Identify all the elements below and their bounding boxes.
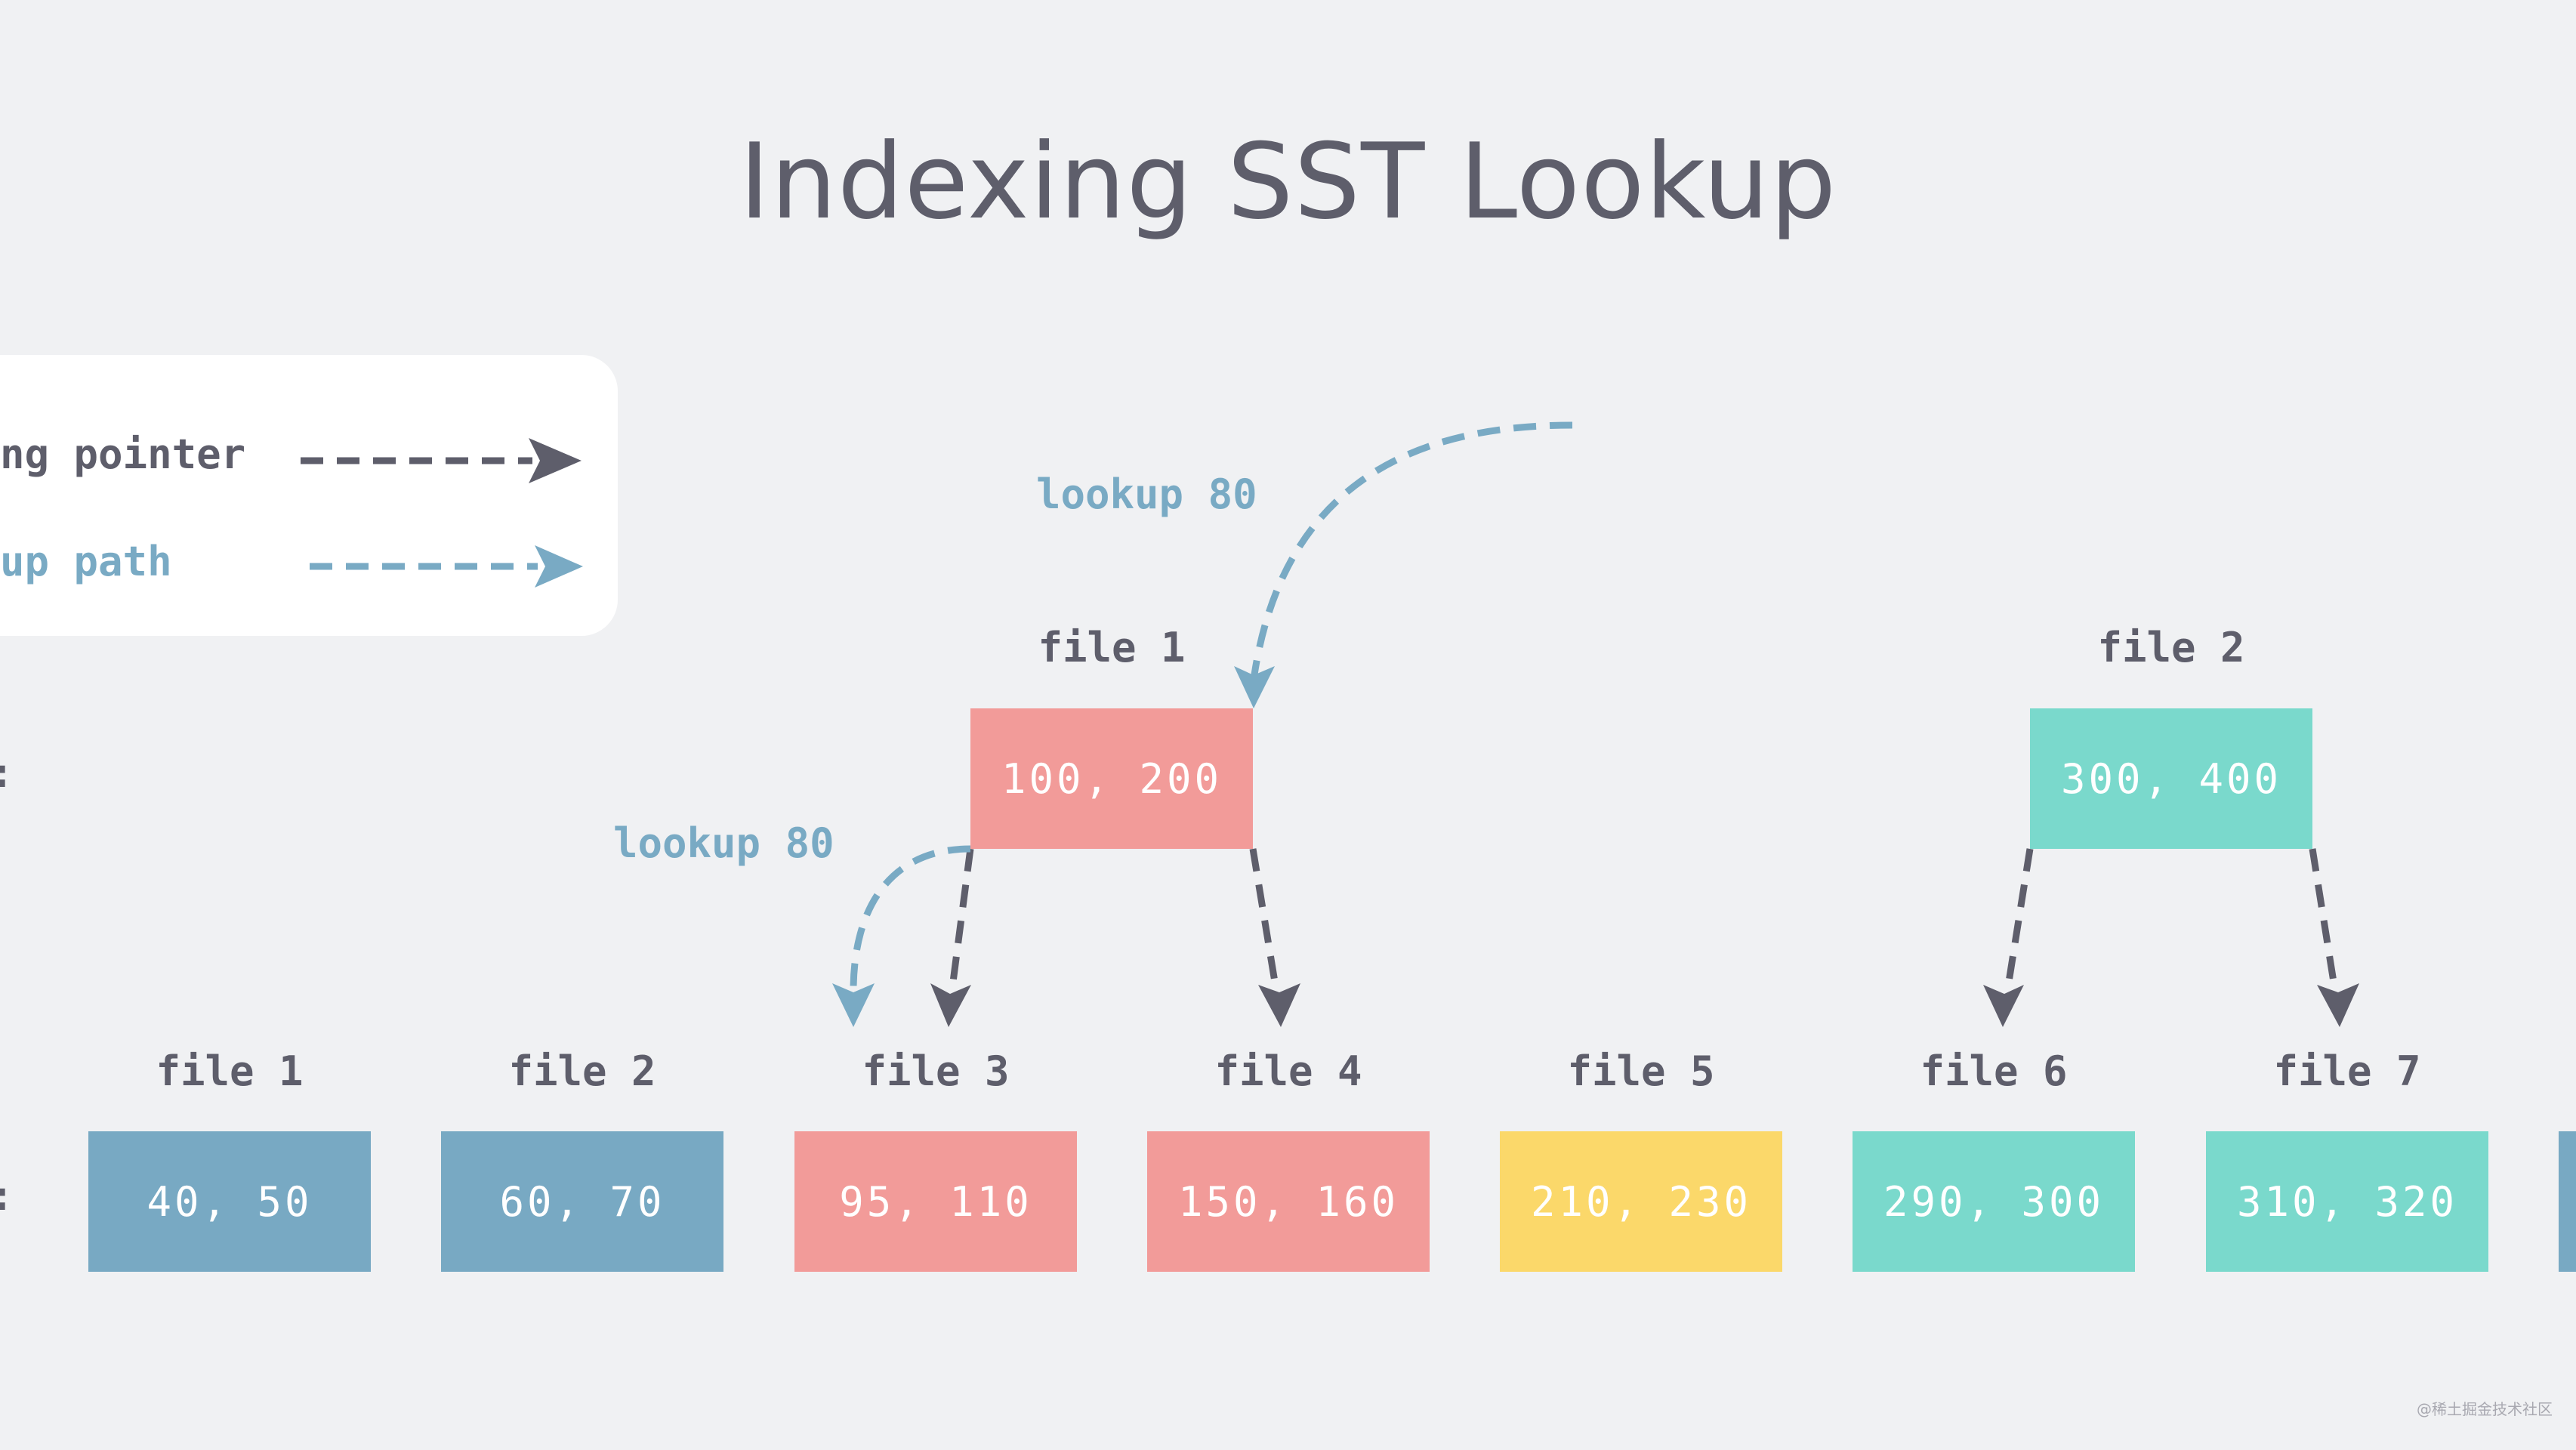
lower-file-2-name: file 2 xyxy=(508,1047,656,1095)
pointer-arrow-file1-to-file4 xyxy=(1249,848,1300,1027)
lookup-path-arrow-mid xyxy=(832,845,971,1027)
lower-file-1-name: file 1 xyxy=(156,1047,304,1095)
legend-path-arrow xyxy=(310,545,583,588)
pointer-arrow-file2-to-file7 xyxy=(2309,848,2359,1027)
pointer-arrow-file1-to-file3 xyxy=(930,848,974,1027)
upper-level-marker: : xyxy=(0,749,14,797)
lookup-label-mid: lookup 80 xyxy=(613,819,835,867)
legend-path-label: up path xyxy=(0,538,172,585)
pointer-arrow-file2-to-file6 xyxy=(1983,848,2034,1027)
lower-file-4-box: 150, 160 xyxy=(1147,1131,1430,1272)
lower-file-6-name: file 6 xyxy=(1920,1047,2068,1095)
lower-file-5-name: file 5 xyxy=(1567,1047,1715,1095)
watermark: @稀土掘金技术社区 xyxy=(2417,1400,2553,1418)
lower-file-7-box: 310, 320 xyxy=(2206,1131,2488,1272)
lower-level-marker: : xyxy=(0,1172,14,1220)
lower-file-2-box: 60, 70 xyxy=(441,1131,723,1272)
lower-file-1-box: 40, 50 xyxy=(88,1131,371,1272)
legend-pointer-arrow xyxy=(301,438,582,483)
lower-file-7-name: file 7 xyxy=(2273,1047,2421,1095)
lookup-label-top: lookup 80 xyxy=(1036,470,1257,518)
lookup-path-arrow-top xyxy=(1234,421,1573,708)
lower-file-6-box: 290, 300 xyxy=(1853,1131,2135,1272)
legend-pointer-label: ng pointer xyxy=(0,430,246,478)
lower-file-8-box-partial xyxy=(2559,1131,2576,1272)
lower-file-3-name: file 3 xyxy=(862,1047,1010,1095)
lower-file-4-name: file 4 xyxy=(1214,1047,1362,1095)
upper-file-2-name: file 2 xyxy=(2097,624,2245,671)
upper-file-1-name: file 1 xyxy=(1038,624,1186,671)
upper-file-1-box: 100, 200 xyxy=(970,708,1253,849)
diagram-title: Indexing SST Lookup xyxy=(739,121,1837,242)
legend-card xyxy=(0,355,618,636)
lower-file-3-box: 95, 110 xyxy=(794,1131,1077,1272)
upper-file-2-box: 300, 400 xyxy=(2030,708,2312,849)
lower-file-5-box: 210, 230 xyxy=(1500,1131,1782,1272)
